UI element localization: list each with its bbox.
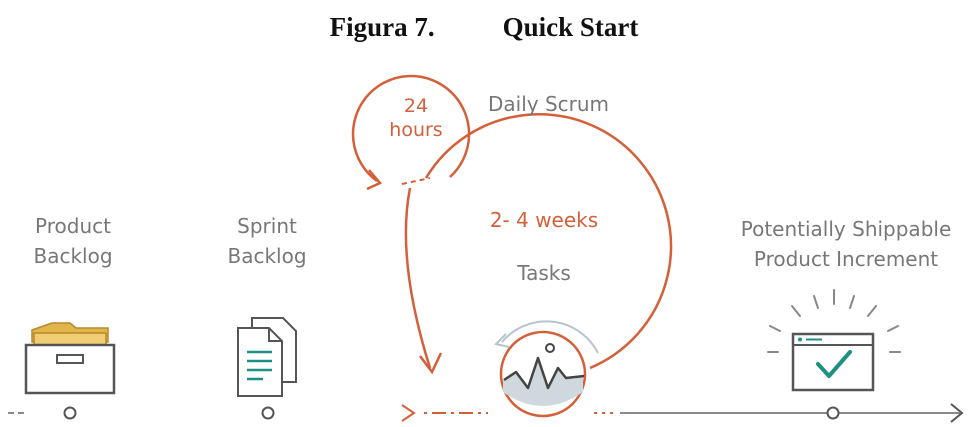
timeline-arrow-icon	[401, 404, 416, 422]
sprint-arrow-icon	[419, 352, 443, 375]
increment-line-1: Potentially Shippable	[740, 217, 952, 241]
browser-check-icon	[767, 289, 901, 392]
timeline	[8, 403, 964, 423]
timeline-node	[261, 406, 275, 420]
daily-scrum-label: Daily Scrum	[488, 92, 610, 116]
product-backlog-line-1: Product	[35, 214, 111, 238]
folder-box-icon	[24, 322, 116, 395]
sprint-loop	[401, 113, 673, 375]
refresh-arrow-icon	[494, 320, 599, 354]
increment-line-2: Product Increment	[753, 247, 939, 271]
timeline-node	[826, 406, 840, 420]
figure-caption: Quick Start	[502, 12, 639, 42]
daily-loop	[351, 74, 471, 191]
hours-unit: hours	[389, 119, 443, 141]
sprint-backlog-line-2: Backlog	[227, 244, 307, 268]
tasks-label: Tasks	[517, 261, 571, 285]
figure-title: Figura 7. Quick Start	[0, 12, 968, 43]
timeline-node	[63, 406, 77, 420]
timeline-end-arrow-icon	[950, 403, 964, 423]
hours-number: 24	[403, 95, 429, 117]
increment-label: Potentially Shippable Product Increment	[728, 214, 964, 274]
sprint-backlog-label: Sprint Backlog	[222, 211, 312, 271]
pulse-chart-icon	[499, 330, 587, 418]
figure-number: Figura 7.	[329, 12, 435, 42]
loop-arrow-icon	[366, 169, 383, 191]
product-backlog-line-2: Backlog	[33, 244, 113, 268]
hours-label: 24 hours	[376, 94, 456, 142]
document-icon	[237, 317, 297, 397]
weeks-label: 2- 4 weeks	[489, 208, 599, 232]
sprint-backlog-line-1: Sprint	[237, 214, 297, 238]
product-backlog-label: Product Backlog	[28, 211, 118, 271]
